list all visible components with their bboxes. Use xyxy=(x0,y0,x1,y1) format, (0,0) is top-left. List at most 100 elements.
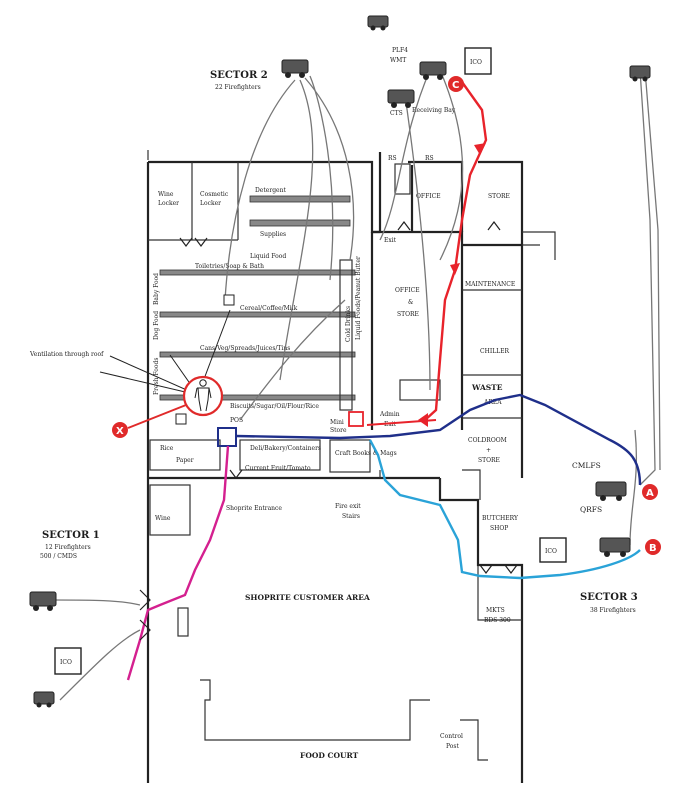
office-store-label-1: OFFICE xyxy=(395,287,420,294)
rs-label-1: RS xyxy=(388,155,397,162)
door-icon-6 xyxy=(479,564,518,574)
ventilation-label: Ventilation through roof xyxy=(29,351,104,358)
door-icon-3 xyxy=(487,221,501,231)
colored-routes xyxy=(126,81,642,681)
detergent-shelf xyxy=(249,195,351,203)
maintenance-label: MAINTENANCE xyxy=(465,281,515,288)
marker-x-badge[interactable] xyxy=(112,422,128,438)
liquid-peanut-label: Liquid Foods/Peanut Butter xyxy=(355,256,362,340)
qrfs-label: QRFS xyxy=(580,505,602,514)
fruit-label: Current Fruit/Tomato xyxy=(245,465,311,472)
route-markers[interactable]: A B C xyxy=(448,76,661,555)
light-blue-route-b xyxy=(368,439,641,580)
deli-label: Deli/Bakery/Containers xyxy=(250,445,321,452)
red-arrow-2 xyxy=(450,263,460,275)
rice-paper-block xyxy=(149,439,221,471)
exit-label: Exit xyxy=(384,237,397,244)
grey-hose-12 xyxy=(59,629,141,701)
craft-label: Craft Books & Mags xyxy=(335,450,397,457)
marker-b-badge[interactable] xyxy=(645,539,661,555)
butchery-label-2: SHOP xyxy=(490,525,508,532)
admin-label-2: Exit xyxy=(384,421,397,428)
rs-block xyxy=(394,163,411,195)
coldroom-label-2: + xyxy=(486,447,491,454)
customer-right-wall xyxy=(438,478,524,783)
vent-arrow-1 xyxy=(109,355,199,396)
cosmetic-locker-label-2: Locker xyxy=(200,200,221,207)
shoprite-entrance-label: Shoprite Entrance xyxy=(226,505,282,512)
food-court-label: FOOD COURT xyxy=(300,751,359,760)
fire-truck-icon-6 xyxy=(595,481,627,501)
store-label: STORE xyxy=(488,193,510,200)
control-post-label-2: Post xyxy=(446,743,459,750)
office-label: OFFICE xyxy=(416,193,441,200)
grey-hose-5 xyxy=(379,69,431,241)
right-stairs xyxy=(522,231,556,260)
grey-hose-lines xyxy=(54,69,661,701)
butchery-label-1: BUTCHERY xyxy=(482,515,519,522)
dog-food-label: Dog Food xyxy=(153,311,160,340)
fire-truck-icon-4 xyxy=(387,89,415,108)
grey-hose-11 xyxy=(54,599,141,606)
mkts-label-2: BDS 300 xyxy=(484,617,511,624)
store-room-wall xyxy=(478,160,524,245)
casualty-pointer xyxy=(127,404,187,429)
fire-truck-icon-8 xyxy=(29,591,57,611)
casualty-circle xyxy=(182,375,224,417)
blue-marker-box xyxy=(217,427,237,447)
fire-truck-icon-1 xyxy=(367,15,389,31)
coldroom-label-3: STORE xyxy=(478,457,500,464)
office-store-label-3: STORE xyxy=(397,311,419,318)
service-partitions xyxy=(462,289,522,419)
sector-1-title: SECTOR 1 xyxy=(42,530,100,541)
marker-c-badge[interactable] xyxy=(448,76,464,92)
plf-label-2: WMT xyxy=(390,57,406,64)
butchery-walls xyxy=(379,469,481,500)
marker-a-badge[interactable] xyxy=(642,484,658,500)
fire-truck-icon-2 xyxy=(281,59,309,78)
door-block-left xyxy=(177,607,189,637)
baby-food-label: Baby Food xyxy=(153,273,160,305)
fire-truck-icon-5 xyxy=(629,65,651,82)
rice-label: Rice xyxy=(160,445,174,452)
person-head-icon xyxy=(199,379,207,387)
waste-label-2: AREA xyxy=(483,399,502,406)
waste-label-1: WASTE xyxy=(471,383,503,392)
grey-hose-2 xyxy=(279,79,314,381)
ico-posts: ICO ICO ICO xyxy=(54,47,567,675)
casualty-marker[interactable]: X xyxy=(112,294,235,438)
grey-hose-3 xyxy=(304,77,355,261)
sector-1-sub-1: 12 Firefighters xyxy=(45,544,91,551)
sector-2-title: SECTOR 2 xyxy=(210,70,268,81)
cosmetic-locker-label: Cosmetic xyxy=(200,191,229,198)
supplies-label: Supplies xyxy=(260,231,286,238)
wine-locker-label: Wine xyxy=(158,191,174,198)
grey-hose-6 xyxy=(439,69,464,261)
plf-label-1: PLF4 xyxy=(392,47,408,54)
door-icon-4 xyxy=(229,469,243,479)
mkts-label-1: MKTS xyxy=(486,607,505,614)
sector-1-sub-2: 500 / CMDS xyxy=(40,553,77,560)
grey-hose-7 xyxy=(404,94,431,391)
cold-drinks-label: Cold Drinks xyxy=(345,306,352,342)
grey-hose-13 xyxy=(239,299,346,421)
magenta-route xyxy=(126,445,230,681)
cereal-label: Cereal/Coffee/Milk xyxy=(240,305,298,312)
pos-label: POS xyxy=(230,417,243,424)
grey-hose-10 xyxy=(629,429,638,546)
door-icon-5 xyxy=(139,589,151,641)
door-icon-2 xyxy=(397,221,411,231)
control-post-label-1: Control xyxy=(440,733,463,740)
fire-exit-label-2: Stairs xyxy=(342,513,360,520)
ico-label-left: ICO xyxy=(60,659,72,666)
rs-label-2: RS xyxy=(425,155,434,162)
person-icon xyxy=(194,387,212,412)
wine-locker-label-2: Locker xyxy=(158,200,179,207)
sector-2-sub: 22 Firefighters xyxy=(215,84,261,91)
red-route-link xyxy=(366,419,437,426)
mini-store-label-2: Store xyxy=(330,427,347,434)
sector-3-title: SECTOR 3 xyxy=(580,592,638,603)
sector-labels: SECTOR 2 22 Firefighters SECTOR 1 12 Fir… xyxy=(40,47,638,614)
aisle-shelf-3 xyxy=(159,351,356,358)
